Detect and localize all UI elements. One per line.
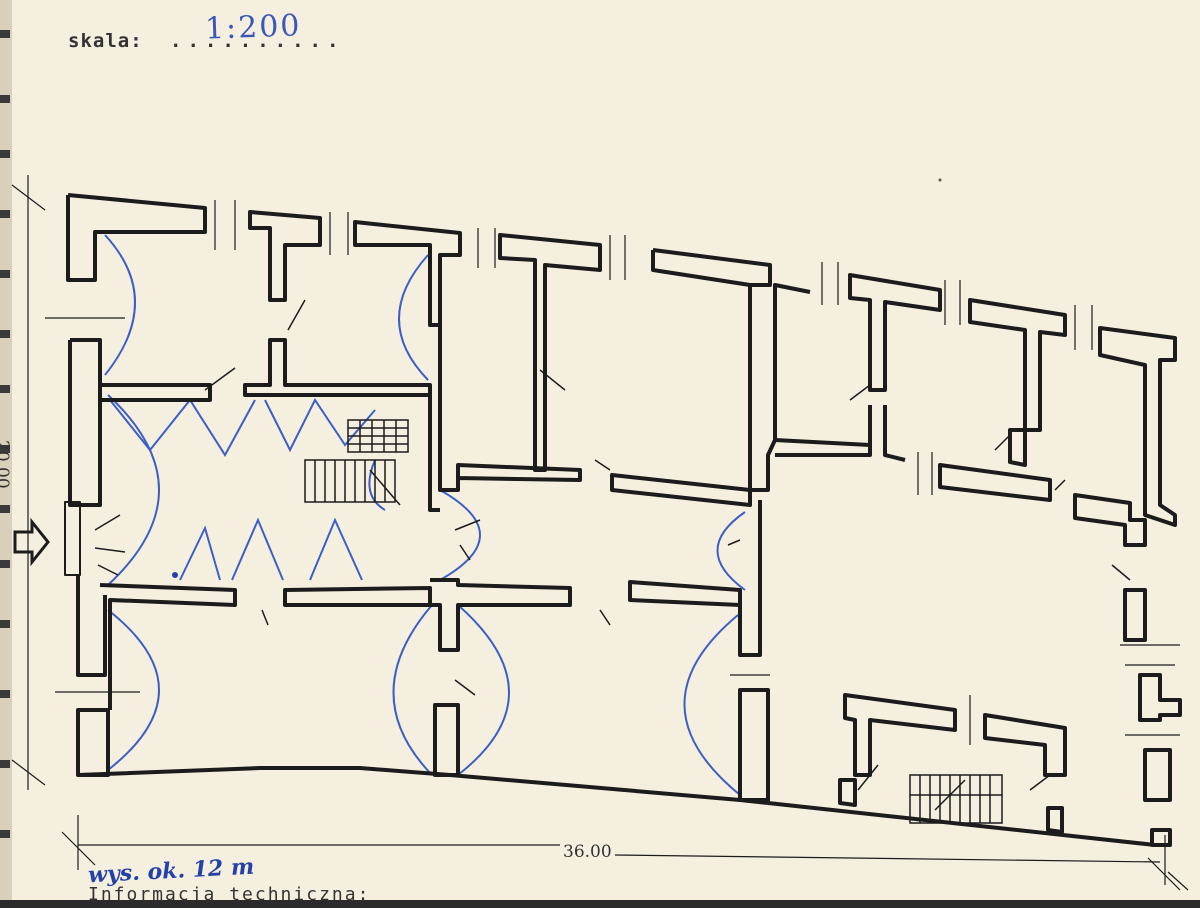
wall (430, 578, 572, 652)
staircase (304, 459, 396, 503)
wall (283, 586, 432, 607)
wall (1123, 588, 1147, 642)
door-arc (398, 254, 429, 381)
door-arc (457, 604, 510, 776)
typed-partial-note: Informacja techniczna: (88, 884, 371, 900)
wall (76, 575, 107, 677)
wall (651, 250, 751, 287)
dimension-tick (11, 184, 46, 786)
scale-dots: .......... (170, 30, 345, 52)
wall (1073, 493, 1147, 547)
wall (70, 338, 102, 385)
door-arc (392, 604, 433, 776)
wall (883, 405, 906, 462)
scale-label: skala: (68, 30, 143, 52)
wall (774, 438, 872, 457)
door-arc (439, 489, 481, 581)
opening-ticks (45, 200, 1180, 745)
entrance-arrow-icon (13, 517, 50, 567)
door-leaves (94, 299, 1131, 791)
door-arc (716, 511, 746, 591)
door-arc (368, 459, 386, 511)
bottom-strip (0, 900, 1200, 908)
wall (433, 703, 460, 777)
wall (248, 210, 322, 302)
door-arc (107, 609, 160, 771)
dimension-width-label: 36.00 (561, 842, 614, 862)
stair-steps (348, 420, 408, 452)
stair-steps (910, 775, 1002, 823)
walls (64, 193, 1182, 847)
dimension-lines (11, 175, 1189, 891)
wall (353, 220, 462, 327)
door-arcs (104, 234, 746, 796)
door-arc (264, 398, 376, 453)
wall (968, 298, 1067, 432)
entrance-panel (64, 501, 81, 576)
wall (1046, 806, 1064, 834)
binder-edge (0, 0, 12, 908)
stair-steps (314, 460, 401, 506)
wall (1150, 828, 1172, 847)
ink-dot (938, 178, 942, 182)
wall (99, 583, 237, 710)
wall (1143, 748, 1172, 802)
wall (243, 338, 432, 397)
wall (1098, 326, 1177, 527)
wall (610, 473, 752, 507)
wall (428, 395, 440, 512)
wall (100, 383, 212, 402)
wall (738, 688, 770, 802)
staircase (909, 774, 1003, 824)
wall (838, 778, 857, 807)
door-arc (179, 517, 363, 581)
door-arc (104, 234, 136, 376)
wall (767, 801, 1156, 847)
door-arc (683, 614, 741, 796)
wall (652, 248, 811, 492)
wall (498, 233, 602, 472)
door-leaf (94, 299, 1131, 791)
wall (843, 693, 957, 777)
stairs (304, 419, 1003, 824)
wall (67, 193, 207, 234)
wall (76, 708, 110, 777)
opening-tick (45, 200, 1180, 745)
wall (983, 713, 1067, 777)
dimension-line-horizontal (78, 844, 1161, 863)
dimension-tick (61, 815, 1189, 891)
dimension-height-label: 20.00 (0, 440, 12, 489)
wall (77, 766, 769, 805)
ink-dot (172, 572, 178, 578)
paper-sheet (12, 0, 1200, 900)
door-arc (107, 394, 160, 586)
wall (438, 325, 582, 492)
wall (1008, 428, 1027, 467)
door-arc (109, 398, 256, 457)
wall (66, 195, 105, 282)
wall (1138, 673, 1182, 722)
wall (628, 580, 742, 607)
wall (848, 273, 942, 392)
wall (738, 500, 762, 657)
wall (938, 463, 1052, 502)
